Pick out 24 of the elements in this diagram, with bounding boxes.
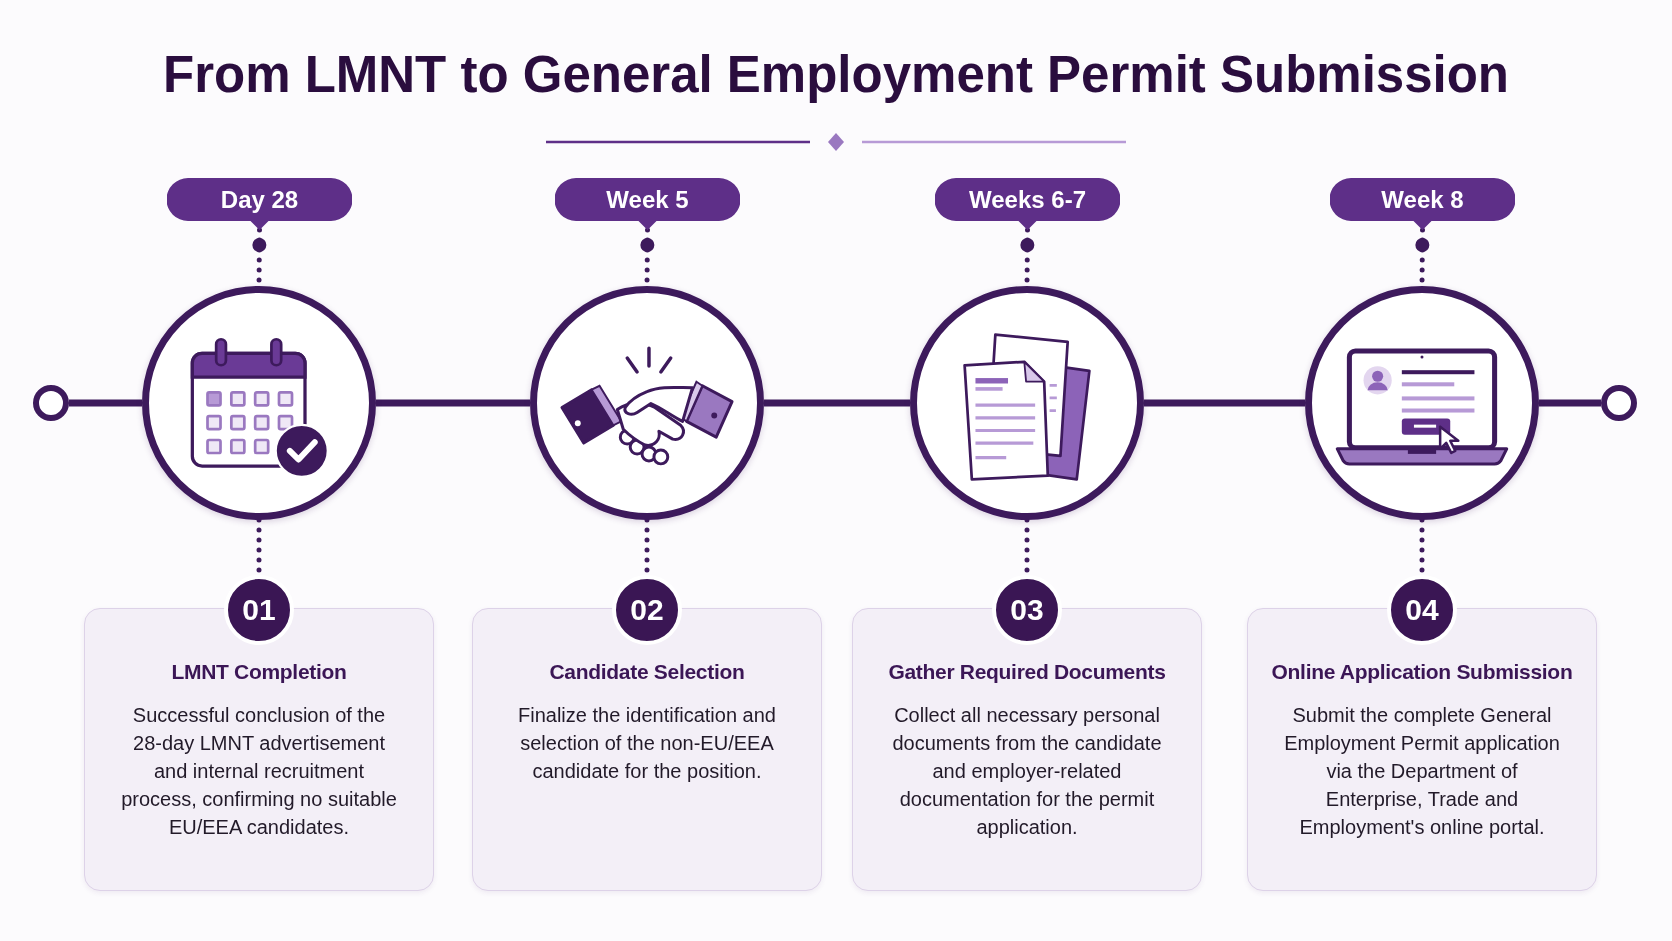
timeline-line <box>1144 399 1305 407</box>
step-description: Successful conclusion of the 28-day LMNT advertisement and internal recruitment process, confirming no suitable EU/EEA candidates. <box>120 703 398 840</box>
timeline-line <box>1539 399 1601 407</box>
step-title: Candidate Selection <box>549 659 745 685</box>
step-title: Gather Required Documents <box>888 659 1166 685</box>
timeline-line <box>376 399 530 407</box>
ring-marker <box>33 385 69 421</box>
timeline-line <box>69 399 142 407</box>
step-description: Submit the complete General Employment Permit application via the Department of Enterprise, Trade and Employment's online portal. <box>1283 703 1561 840</box>
step-description: Collect all necessary personal documents from the candidate and employer-related documentation for the permit application. <box>891 703 1163 840</box>
date-tag: Weeks 6-7 <box>935 178 1120 230</box>
title: From LMNT to General Employment Permit Submission <box>163 45 1509 105</box>
date-tag: Day 28 <box>167 178 352 230</box>
date-tag: Week 8 <box>1330 178 1515 230</box>
date-tag: Week 5 <box>555 178 740 230</box>
step-number-badge: 03 <box>992 575 1062 645</box>
timeline-line <box>764 399 910 407</box>
step-title: Online Application Submission <box>1271 659 1573 685</box>
step-number-badge: 01 <box>224 575 294 645</box>
ring-marker <box>1601 385 1637 421</box>
step-number-badge: 04 <box>1387 575 1457 645</box>
step-title: LMNT Completion <box>171 659 347 685</box>
step-number-badge: 02 <box>612 575 682 645</box>
step-description: Finalize the identification and selection of the non-EU/EEA candidate for the position. <box>517 703 777 784</box>
